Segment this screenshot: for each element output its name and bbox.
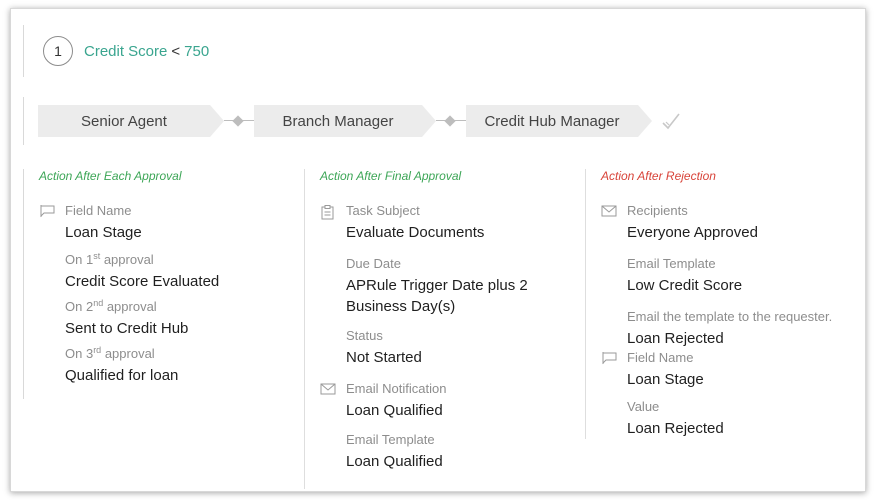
value-label: Value — [627, 399, 660, 414]
task-subject-value: Evaluate Documents — [346, 224, 485, 241]
final-approval-title: Action After Final Approval — [320, 169, 462, 183]
timeline-line — [23, 97, 24, 145]
due-date-label: Due Date — [346, 256, 401, 271]
column-divider — [585, 169, 586, 439]
field-name-label: Field Name — [627, 350, 694, 365]
criteria-condition: Credit Score<750 — [84, 43, 209, 60]
email-notification-action: Email Notification Loan Qualified Email … — [320, 381, 585, 471]
envelope-icon — [601, 205, 617, 217]
flow-connector — [210, 105, 254, 137]
each-approval-title: Action After Each Approval — [39, 169, 182, 183]
due-date-value-line2: Business Day(s) — [346, 298, 456, 315]
criteria-field[interactable]: Credit Score — [84, 42, 168, 60]
approval-1-value: Credit Score Evaluated — [65, 273, 220, 290]
recipients-value: Everyone Approved — [627, 224, 758, 241]
approval-2-label: On 2nd approval — [65, 298, 157, 314]
approval-2-value: Sent to Credit Hub — [65, 320, 189, 337]
stage-label: Credit Hub Manager — [484, 112, 620, 130]
approval-3-value: Qualified for loan — [65, 367, 179, 384]
field-update-icon — [602, 352, 617, 365]
rejection-title: Action After Rejection — [601, 169, 716, 183]
email-template-label: Email Template — [627, 256, 716, 271]
envelope-icon — [320, 383, 336, 395]
field-name-value: Loan Stage — [65, 224, 142, 241]
status-label: Status — [346, 328, 383, 343]
timeline-line — [23, 169, 24, 399]
rejection-email-action: Recipients Everyone Approved Email Templ… — [601, 203, 865, 348]
each-approval-column: Action After Each Approval Field Name Lo… — [39, 169, 304, 385]
approval-stage-credit-hub-manager[interactable]: Credit Hub Manager — [466, 105, 652, 137]
email-notification-label: Email Notification — [346, 381, 447, 396]
flow-connector — [422, 105, 466, 137]
field-name-value: Loan Stage — [627, 371, 704, 388]
value-value: Loan Rejected — [627, 420, 724, 437]
approval-flow: Senior Agent Branch Manager Credit Hub M… — [38, 105, 682, 137]
check-icon — [662, 113, 680, 130]
due-date-value-line1: APRule Trigger Date plus 2 — [346, 277, 528, 294]
task-action: Task Subject Evaluate Documents Due Date… — [320, 203, 585, 367]
criteria-operator: < — [171, 42, 181, 60]
email-template-label: Email Template — [346, 432, 435, 447]
stage-label: Branch Manager — [282, 112, 394, 130]
approval-3-label: On 3rd approval — [65, 345, 155, 361]
criteria-value[interactable]: 750 — [184, 42, 210, 60]
approval-stage-branch-manager[interactable]: Branch Manager — [254, 105, 436, 137]
approval-1-label: On 1st approval — [65, 251, 154, 267]
task-icon — [321, 205, 334, 220]
requester-value: Loan Rejected — [627, 330, 724, 347]
stage-label: Senior Agent — [81, 112, 167, 130]
field-update-icon — [40, 205, 55, 218]
email-notification-value: Loan Qualified — [346, 402, 443, 419]
timeline-line — [23, 25, 24, 77]
criteria-row: 1 Credit Score<750 — [43, 36, 209, 66]
task-subject-label: Task Subject — [346, 203, 420, 218]
requester-label: Email the template to the requester. — [627, 309, 833, 324]
approval-rule-card: 1 Credit Score<750 Senior Agent Branch M… — [10, 8, 866, 492]
email-template-value: Loan Qualified — [346, 453, 443, 470]
rejection-column: Action After Rejection Recipients Everyo… — [601, 169, 865, 438]
step-number-badge: 1 — [43, 36, 73, 66]
rejection-field-update-action: Field Name Loan Stage Value Loan Rejecte… — [601, 350, 865, 438]
field-update-action: Field Name Loan Stage On 1st approval Cr… — [39, 203, 304, 385]
email-template-value: Low Credit Score — [627, 277, 743, 294]
status-value: Not Started — [346, 349, 422, 366]
final-approval-column: Action After Final Approval Task Subject… — [320, 169, 585, 471]
field-name-label: Field Name — [65, 203, 132, 218]
column-divider — [304, 169, 305, 489]
approval-stage-senior-agent[interactable]: Senior Agent — [38, 105, 224, 137]
recipients-label: Recipients — [627, 203, 688, 218]
